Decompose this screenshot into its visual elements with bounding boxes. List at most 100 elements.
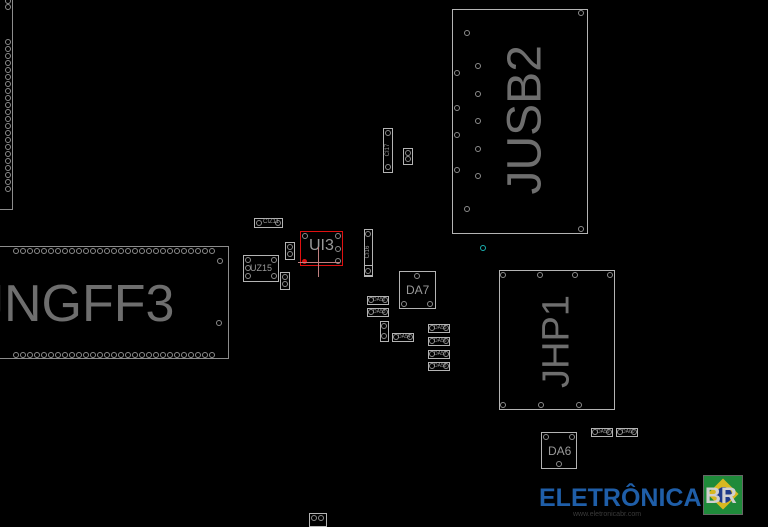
pad	[318, 515, 324, 521]
pad	[62, 352, 68, 358]
cap-da60[interactable]	[616, 428, 638, 437]
pad	[5, 137, 11, 143]
pad	[5, 151, 11, 157]
jngff3-mount-hole	[216, 320, 222, 326]
pad	[245, 265, 251, 271]
pad	[5, 179, 11, 185]
watermark-circle	[716, 487, 732, 503]
pad	[245, 273, 251, 279]
pad	[118, 248, 124, 254]
pad	[365, 231, 371, 237]
pad	[118, 352, 124, 358]
pad	[5, 74, 11, 80]
pad	[83, 248, 89, 254]
pad	[69, 248, 75, 254]
cap-da52[interactable]	[367, 296, 389, 305]
pad	[132, 248, 138, 254]
pad	[454, 132, 460, 138]
pad	[405, 156, 411, 162]
jngff3-outline[interactable]	[0, 246, 229, 359]
jngff3-mount-hole	[217, 258, 223, 264]
pad	[282, 274, 288, 280]
pad	[209, 352, 215, 358]
pad	[617, 429, 623, 435]
cap-da59[interactable]	[591, 428, 613, 437]
cap-vertical[interactable]	[364, 265, 373, 276]
pad	[174, 248, 180, 254]
pad	[381, 333, 387, 339]
pad	[443, 325, 449, 331]
pad	[576, 402, 582, 408]
cap-da53[interactable]	[367, 308, 389, 317]
pad	[34, 352, 40, 358]
ui3-outline[interactable]	[300, 231, 343, 266]
pad	[385, 164, 391, 170]
pad	[454, 70, 460, 76]
via	[480, 245, 486, 251]
pad	[405, 150, 411, 156]
pad	[174, 352, 180, 358]
pad	[181, 352, 187, 358]
pad	[368, 309, 374, 315]
pad	[382, 309, 388, 315]
pad	[475, 146, 481, 152]
jhp1-outline[interactable]	[499, 270, 615, 410]
cap-vertical[interactable]	[403, 148, 413, 165]
pad	[5, 53, 11, 59]
ci16-label: CI16	[365, 245, 371, 259]
pad	[443, 351, 449, 357]
pad	[5, 102, 11, 108]
ci17-outline[interactable]	[383, 128, 393, 173]
uz15-outline[interactable]	[243, 255, 279, 282]
cap-label: DA60	[622, 429, 635, 435]
ui3-label: UI3	[309, 237, 334, 254]
pad	[407, 334, 413, 340]
pad	[5, 116, 11, 122]
da7-outline[interactable]	[399, 271, 436, 309]
pad	[569, 434, 575, 440]
cap-label: DA56	[434, 338, 447, 344]
watermark-brand-text: ELETRÔNICA	[539, 484, 702, 512]
pad	[475, 173, 481, 179]
pad	[90, 248, 96, 254]
cap-label: DA57	[434, 351, 447, 357]
pad	[5, 186, 11, 192]
cap-da54[interactable]	[392, 333, 414, 342]
pad	[335, 246, 341, 252]
watermark-suffix: BR	[705, 483, 737, 508]
pad	[429, 351, 435, 357]
left-connector-outline	[0, 0, 13, 210]
pad	[188, 248, 194, 254]
cap-da58[interactable]	[428, 362, 450, 371]
pad	[97, 248, 103, 254]
pad	[111, 248, 117, 254]
cap-vertical[interactable]	[285, 242, 295, 260]
cap-da55[interactable]	[428, 324, 450, 333]
pad	[578, 10, 584, 16]
pad	[5, 109, 11, 115]
cap-da56[interactable]	[428, 337, 450, 346]
pad	[245, 257, 251, 263]
da7-label: DA7	[406, 283, 430, 297]
pad	[631, 429, 637, 435]
da6-outline[interactable]	[541, 432, 577, 469]
cap-vertical[interactable]	[280, 272, 290, 290]
cu11-outline[interactable]	[254, 218, 283, 228]
pad	[385, 130, 391, 136]
ci16-outline[interactable]	[364, 229, 373, 277]
pad	[41, 248, 47, 254]
pad	[607, 272, 613, 278]
pad	[48, 248, 54, 254]
pad	[83, 352, 89, 358]
cap-da57[interactable]	[428, 350, 450, 359]
cap-label: DA58	[434, 363, 447, 369]
pad	[5, 0, 11, 4]
pad	[167, 352, 173, 358]
cap-label: DA52	[373, 297, 386, 303]
pad	[153, 352, 159, 358]
jusb2-outline[interactable]	[452, 9, 588, 234]
pad	[160, 352, 166, 358]
pad	[381, 323, 387, 329]
pad	[69, 352, 75, 358]
cap-vertical[interactable]	[380, 321, 389, 342]
